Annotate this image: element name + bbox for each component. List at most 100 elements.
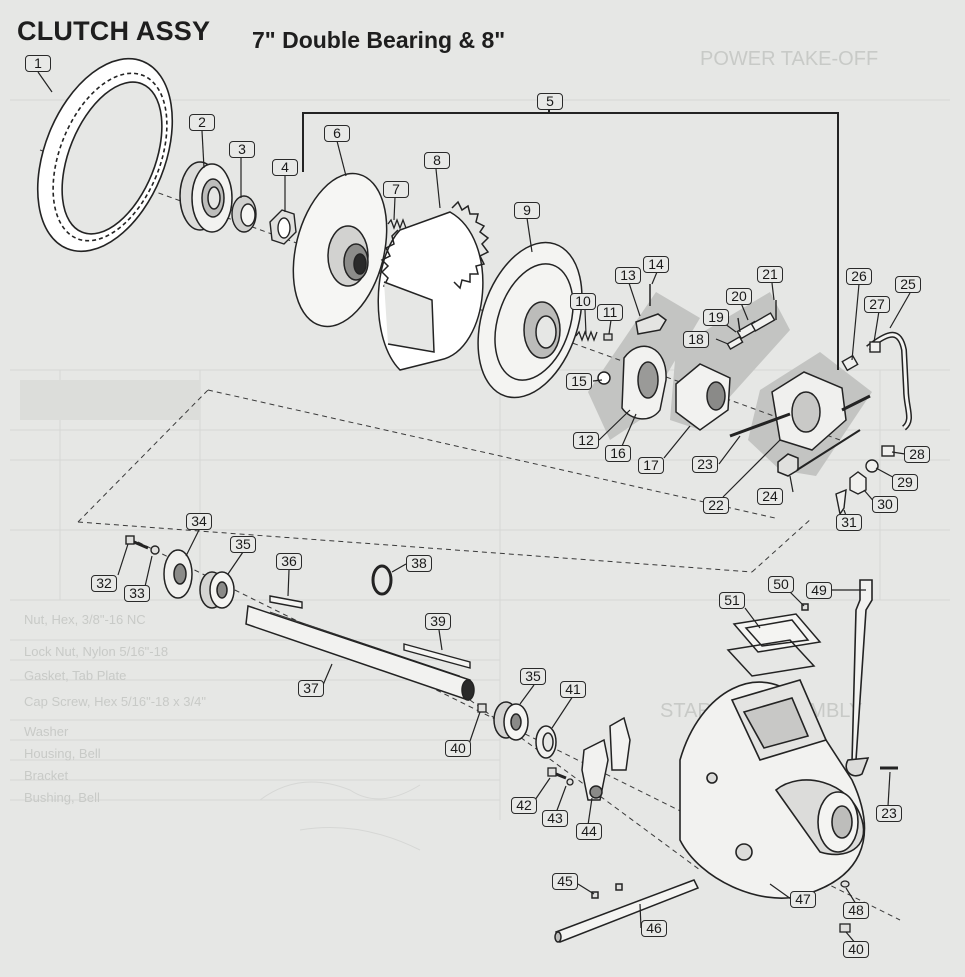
callout-51: 51 (719, 592, 745, 609)
bolt-42 (547, 767, 574, 786)
callout-4: 4 (272, 159, 298, 176)
bearing (179, 161, 233, 233)
hex-nut (269, 209, 297, 245)
callout-44: 44 (576, 823, 602, 840)
ghost-row: Gasket, Tab Plate (24, 668, 127, 683)
callout-6: 6 (324, 125, 350, 142)
callout-35: 35 (230, 536, 256, 553)
seal-41 (535, 725, 557, 759)
fittings (835, 341, 895, 516)
callout-18: 18 (683, 331, 709, 348)
callout-38: 38 (406, 555, 432, 572)
plug-48 (840, 880, 850, 888)
leader-lines (37, 71, 911, 945)
callout-24: 24 (757, 488, 783, 505)
ghost-row: Bracket (24, 768, 69, 783)
friction-plate (377, 200, 490, 371)
callout-28: 28 (904, 446, 930, 463)
callout-16: 16 (605, 445, 631, 462)
callout-2: 2 (189, 114, 215, 131)
callout-48: 48 (843, 902, 869, 919)
callout-21: 21 (757, 266, 783, 283)
ghost-row: Cap Screw, Hex 5/16"-18 x 3/4" (24, 694, 206, 709)
release-plate (597, 284, 667, 420)
ghost-row: Bushing, Bell (24, 790, 100, 805)
callout-7: 7 (383, 181, 409, 198)
callout-46: 46 (641, 920, 667, 937)
ghost-row: Washer (24, 724, 69, 739)
callout-40b: 40 (843, 941, 869, 958)
pressure-plate (477, 241, 583, 399)
bearing-35b (493, 701, 529, 741)
callout-1: 1 (25, 55, 51, 72)
callout-31: 31 (836, 514, 862, 531)
callout-14: 14 (643, 256, 669, 273)
throwout-collar (675, 363, 731, 431)
ghost-row: Housing, Bell (24, 746, 101, 761)
callout-19: 19 (703, 309, 729, 326)
callout-36: 36 (276, 553, 302, 570)
oil-line (866, 331, 913, 431)
callout-32: 32 (91, 575, 117, 592)
callout-41: 41 (560, 681, 586, 698)
callout-8: 8 (424, 152, 450, 169)
bearing-35 (199, 571, 235, 609)
callout-45: 45 (552, 873, 578, 890)
callout-11: 11 (597, 304, 623, 321)
callout-50: 50 (768, 576, 794, 593)
callout-23: 23 (692, 456, 718, 473)
shaft-bolt (125, 535, 160, 555)
callout-30: 30 (872, 496, 898, 513)
seal-38 (371, 564, 393, 596)
callout-47: 47 (790, 891, 816, 908)
bell-housing (679, 679, 866, 899)
callout-49: 49 (806, 582, 832, 599)
spring (387, 218, 407, 230)
ghost-heading: POWER TAKE-OFF (700, 48, 879, 70)
tab-plate (726, 603, 822, 677)
callout-23b: 23 (876, 805, 902, 822)
page-subtitle: 7" Double Bearing & 8" (252, 27, 506, 53)
callout-3: 3 (229, 141, 255, 158)
callout-22: 22 (703, 497, 729, 514)
pin (603, 333, 613, 341)
callout-29: 29 (892, 474, 918, 491)
callout-40: 40 (445, 740, 471, 757)
callout-25: 25 (895, 276, 921, 293)
key-39 (403, 643, 471, 669)
pilot-bearing (231, 195, 257, 233)
callout-20: 20 (726, 288, 752, 305)
page-title: CLUTCH ASSY (17, 16, 211, 46)
ghost-row: Lock Nut, Nylon 5/16"-18 (24, 644, 169, 659)
callout-26: 26 (846, 268, 872, 285)
callout-34: 34 (186, 513, 212, 530)
leader-22 (796, 429, 861, 471)
fitting-40b (839, 923, 851, 933)
main-shaft (245, 604, 475, 702)
ghost-row: Nut, Hex, 3/8"-16 NC (24, 612, 146, 627)
shift-fork (581, 716, 631, 801)
callout-27: 27 (864, 296, 890, 313)
callout-10: 10 (570, 293, 596, 310)
callout-42: 42 (511, 797, 537, 814)
lever-shaft (554, 879, 700, 943)
clutch-lever (845, 579, 898, 777)
callout-5: 5 (537, 93, 563, 110)
callout-33: 33 (124, 585, 150, 602)
callout-17: 17 (638, 457, 664, 474)
callout-9: 9 (514, 202, 540, 219)
callout-35b: 35 (520, 668, 546, 685)
retainer-34 (163, 549, 193, 599)
ring-gear (36, 57, 174, 253)
clutch-disc (292, 172, 388, 328)
callout-39: 39 (425, 613, 451, 630)
callout-15: 15 (566, 373, 592, 390)
links (726, 300, 777, 351)
callout-37: 37 (298, 680, 324, 697)
callout-43: 43 (542, 810, 568, 827)
grease-fitting (477, 703, 487, 713)
key-36 (269, 595, 303, 609)
